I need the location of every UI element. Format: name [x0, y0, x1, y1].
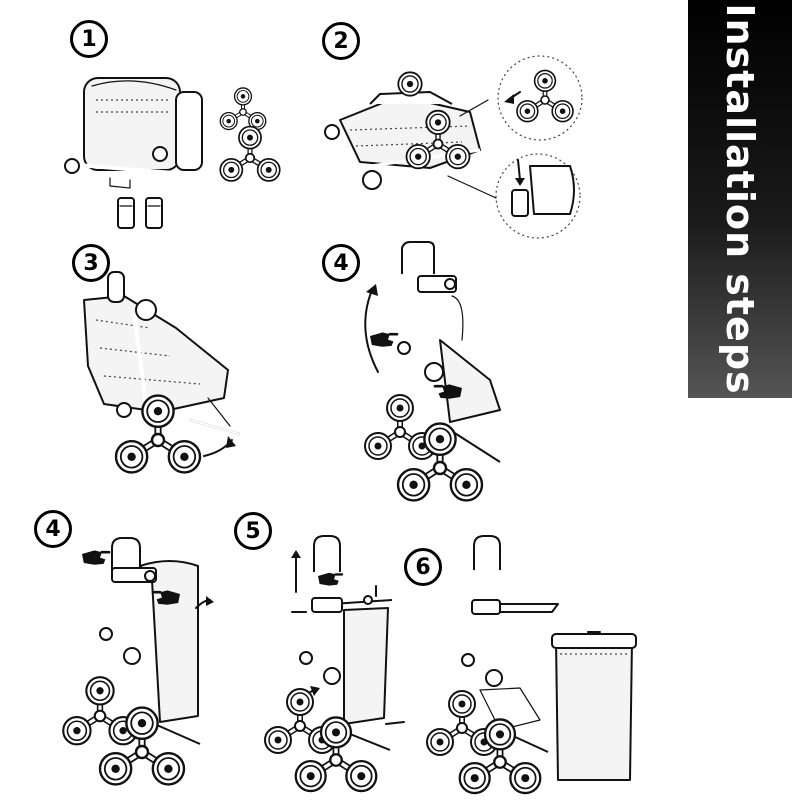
step-badge-4: 4 [322, 244, 360, 282]
step-6-illustration [427, 535, 637, 793]
step-badge-3: 3 [72, 244, 110, 282]
step-badge-4b: 4 [34, 510, 72, 548]
step-1-illustration [64, 77, 280, 229]
step-5-illustration [265, 535, 405, 791]
step-badge-2: 2 [322, 22, 360, 60]
step-4a-illustration [365, 241, 501, 500]
step-badge-5: 5 [234, 512, 272, 550]
step-4b-illustration [63, 537, 214, 784]
step-badge-6: 6 [404, 548, 442, 586]
step-3-illustration [83, 271, 241, 472]
title-banner [688, 0, 792, 398]
banner-title: Installation steps [718, 3, 762, 395]
step-2-illustration [324, 55, 583, 239]
step-badge-1: 1 [70, 20, 108, 58]
